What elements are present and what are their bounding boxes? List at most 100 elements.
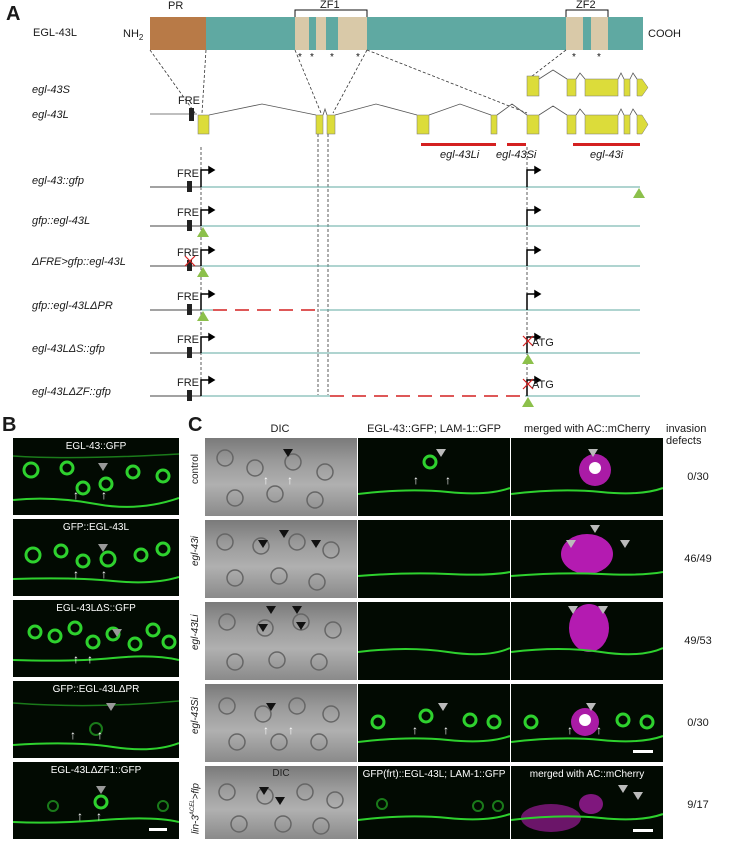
fre-label-5: FRE — [177, 334, 199, 346]
arrowhead-marker — [258, 624, 268, 632]
arrow-marker: ↑ — [263, 473, 269, 487]
arrowhead-marker — [311, 540, 321, 548]
arrowhead-marker — [258, 540, 268, 548]
panel-b-caption-5: EGL-43LΔZF1::GFP — [50, 765, 142, 776]
c-row5-merged-caption: merged with AC::mCherry — [529, 769, 645, 780]
gene-model-s — [526, 69, 649, 97]
arrowhead-marker — [96, 786, 106, 794]
c-row5-merged: merged with AC::mCherry — [511, 766, 663, 839]
c-row1-merged — [511, 438, 663, 516]
fre-label-2: FRE — [177, 207, 199, 219]
c-row3-merged — [511, 602, 663, 680]
gene-model-l — [150, 103, 649, 135]
arrow-marker: ↑ — [287, 473, 293, 487]
c-row4-gfp — [358, 684, 510, 762]
fre-label-3: FRE — [177, 247, 199, 259]
row-label-lin3: lin-3ACEL>flp — [190, 783, 202, 834]
panel-b-letter: B — [2, 414, 17, 436]
zf-star-1: * — [298, 52, 302, 63]
zf-star-4: * — [356, 52, 360, 63]
panel-b-image-1: EGL-43::GFP — [13, 438, 179, 515]
zf2-finger-1 — [566, 17, 583, 50]
score-control: 0/30 — [687, 471, 709, 483]
arrowhead-marker — [590, 525, 600, 533]
arrowhead-marker — [438, 703, 448, 711]
arrow-marker: ↑ — [77, 809, 83, 823]
c-row5-gfp: GFP(frt)::EGL-43L; LAM-1::GFP — [358, 766, 510, 839]
arrowhead-marker — [598, 606, 608, 614]
arrow-marker: ↑ — [288, 723, 294, 737]
fre-label-1: FRE — [177, 168, 199, 180]
isoform-s-label: egl-43S — [32, 84, 70, 96]
panel-b-caption-1: EGL-43::GFP — [65, 441, 127, 452]
rnai-bar-l — [421, 143, 496, 146]
arrowhead-marker — [275, 797, 285, 805]
tss-arrows — [200, 165, 542, 396]
pr-domain — [150, 17, 206, 50]
c-row1-dic — [205, 438, 357, 516]
construct-label-5: egl-43LΔS::gfp — [32, 343, 105, 355]
row-label-egl43li: egl-43Li — [190, 614, 201, 650]
c-row2-gfp — [358, 520, 510, 598]
arrowhead-marker — [296, 622, 306, 630]
fre-label-gene: FRE — [178, 95, 200, 107]
arrow-marker: ↑ — [73, 488, 79, 502]
fre-label-6: FRE — [177, 377, 199, 389]
score-egl43si: 0/30 — [687, 717, 709, 729]
c-row1-gfp — [358, 438, 510, 516]
arrowhead-marker — [98, 544, 108, 552]
col-header-merged: merged with AC::mCherry — [524, 423, 650, 435]
score-egl43i: 46/49 — [684, 553, 712, 565]
c-row2-dic — [205, 520, 357, 598]
zf1-finger-1 — [295, 17, 309, 50]
arrowhead-marker — [568, 606, 578, 614]
arrow-marker: ↑ — [101, 488, 107, 502]
arrowhead-marker — [588, 449, 598, 457]
panel-b-caption-2: GFP::EGL-43L — [62, 522, 130, 533]
arrow-marker: ↑ — [73, 567, 79, 581]
arrowhead-marker — [106, 703, 116, 711]
row-label-egl43si: egl-43Si — [190, 697, 201, 734]
c-row3-gfp — [358, 602, 510, 680]
c-row5-gfp-caption: GFP(frt)::EGL-43L; LAM-1::GFP — [362, 769, 506, 780]
zf-star-2: * — [310, 52, 314, 63]
arrowhead-marker — [586, 703, 596, 711]
panel-b-caption-4: GFP::EGL-43LΔPR — [52, 684, 140, 695]
protein-n-term: NH2 — [123, 28, 144, 43]
score-lin3: 9/17 — [687, 799, 709, 811]
score-egl43li: 49/53 — [684, 635, 712, 647]
arrowhead-marker — [633, 792, 643, 800]
arrow-marker: ↑ — [87, 652, 93, 666]
c-row3-dic — [205, 602, 357, 680]
arrowhead-marker — [436, 449, 446, 457]
arrowhead-marker — [292, 606, 302, 614]
arrow-marker: ↑ — [263, 723, 269, 737]
arrowhead-marker — [283, 449, 293, 457]
arrow-marker: ↑ — [567, 723, 573, 737]
c-row2-merged — [511, 520, 663, 598]
zf1-label: ZF1 — [320, 0, 340, 11]
arrowhead-marker — [266, 606, 276, 614]
rnai-label-l: egl-43Li — [440, 149, 480, 161]
c-row5-dic: DIC — [205, 766, 357, 839]
atg-label-5: ATG — [532, 337, 554, 349]
zf1-bracket — [294, 9, 368, 17]
construct-lines — [150, 186, 640, 397]
panel-b-caption-3: EGL-43LΔS::GFP — [56, 603, 136, 614]
construct-label-2: gfp::egl-43L — [32, 215, 91, 227]
arrowhead-marker — [259, 787, 269, 795]
rnai-bar-s — [507, 143, 526, 146]
col-header-defects: invasion defects — [666, 423, 707, 447]
rnai-label-all: egl-43i — [590, 149, 624, 161]
panel-b-image-5: EGL-43LΔZF1::GFP — [13, 762, 179, 839]
fre-label-4: FRE — [177, 291, 199, 303]
construct-label-6: egl-43LΔZF::gfp — [32, 386, 111, 398]
arrow-marker: ↑ — [596, 723, 602, 737]
zf-star-6: * — [597, 52, 601, 63]
row-label-egl43i: egl-43i — [190, 535, 201, 566]
gfp-markers — [197, 188, 645, 407]
isoform-l-label: egl-43L — [32, 109, 69, 121]
arrow-marker: ↑ — [101, 567, 107, 581]
zf1-finger-2 — [316, 17, 326, 50]
row-label-control: control — [190, 453, 201, 484]
